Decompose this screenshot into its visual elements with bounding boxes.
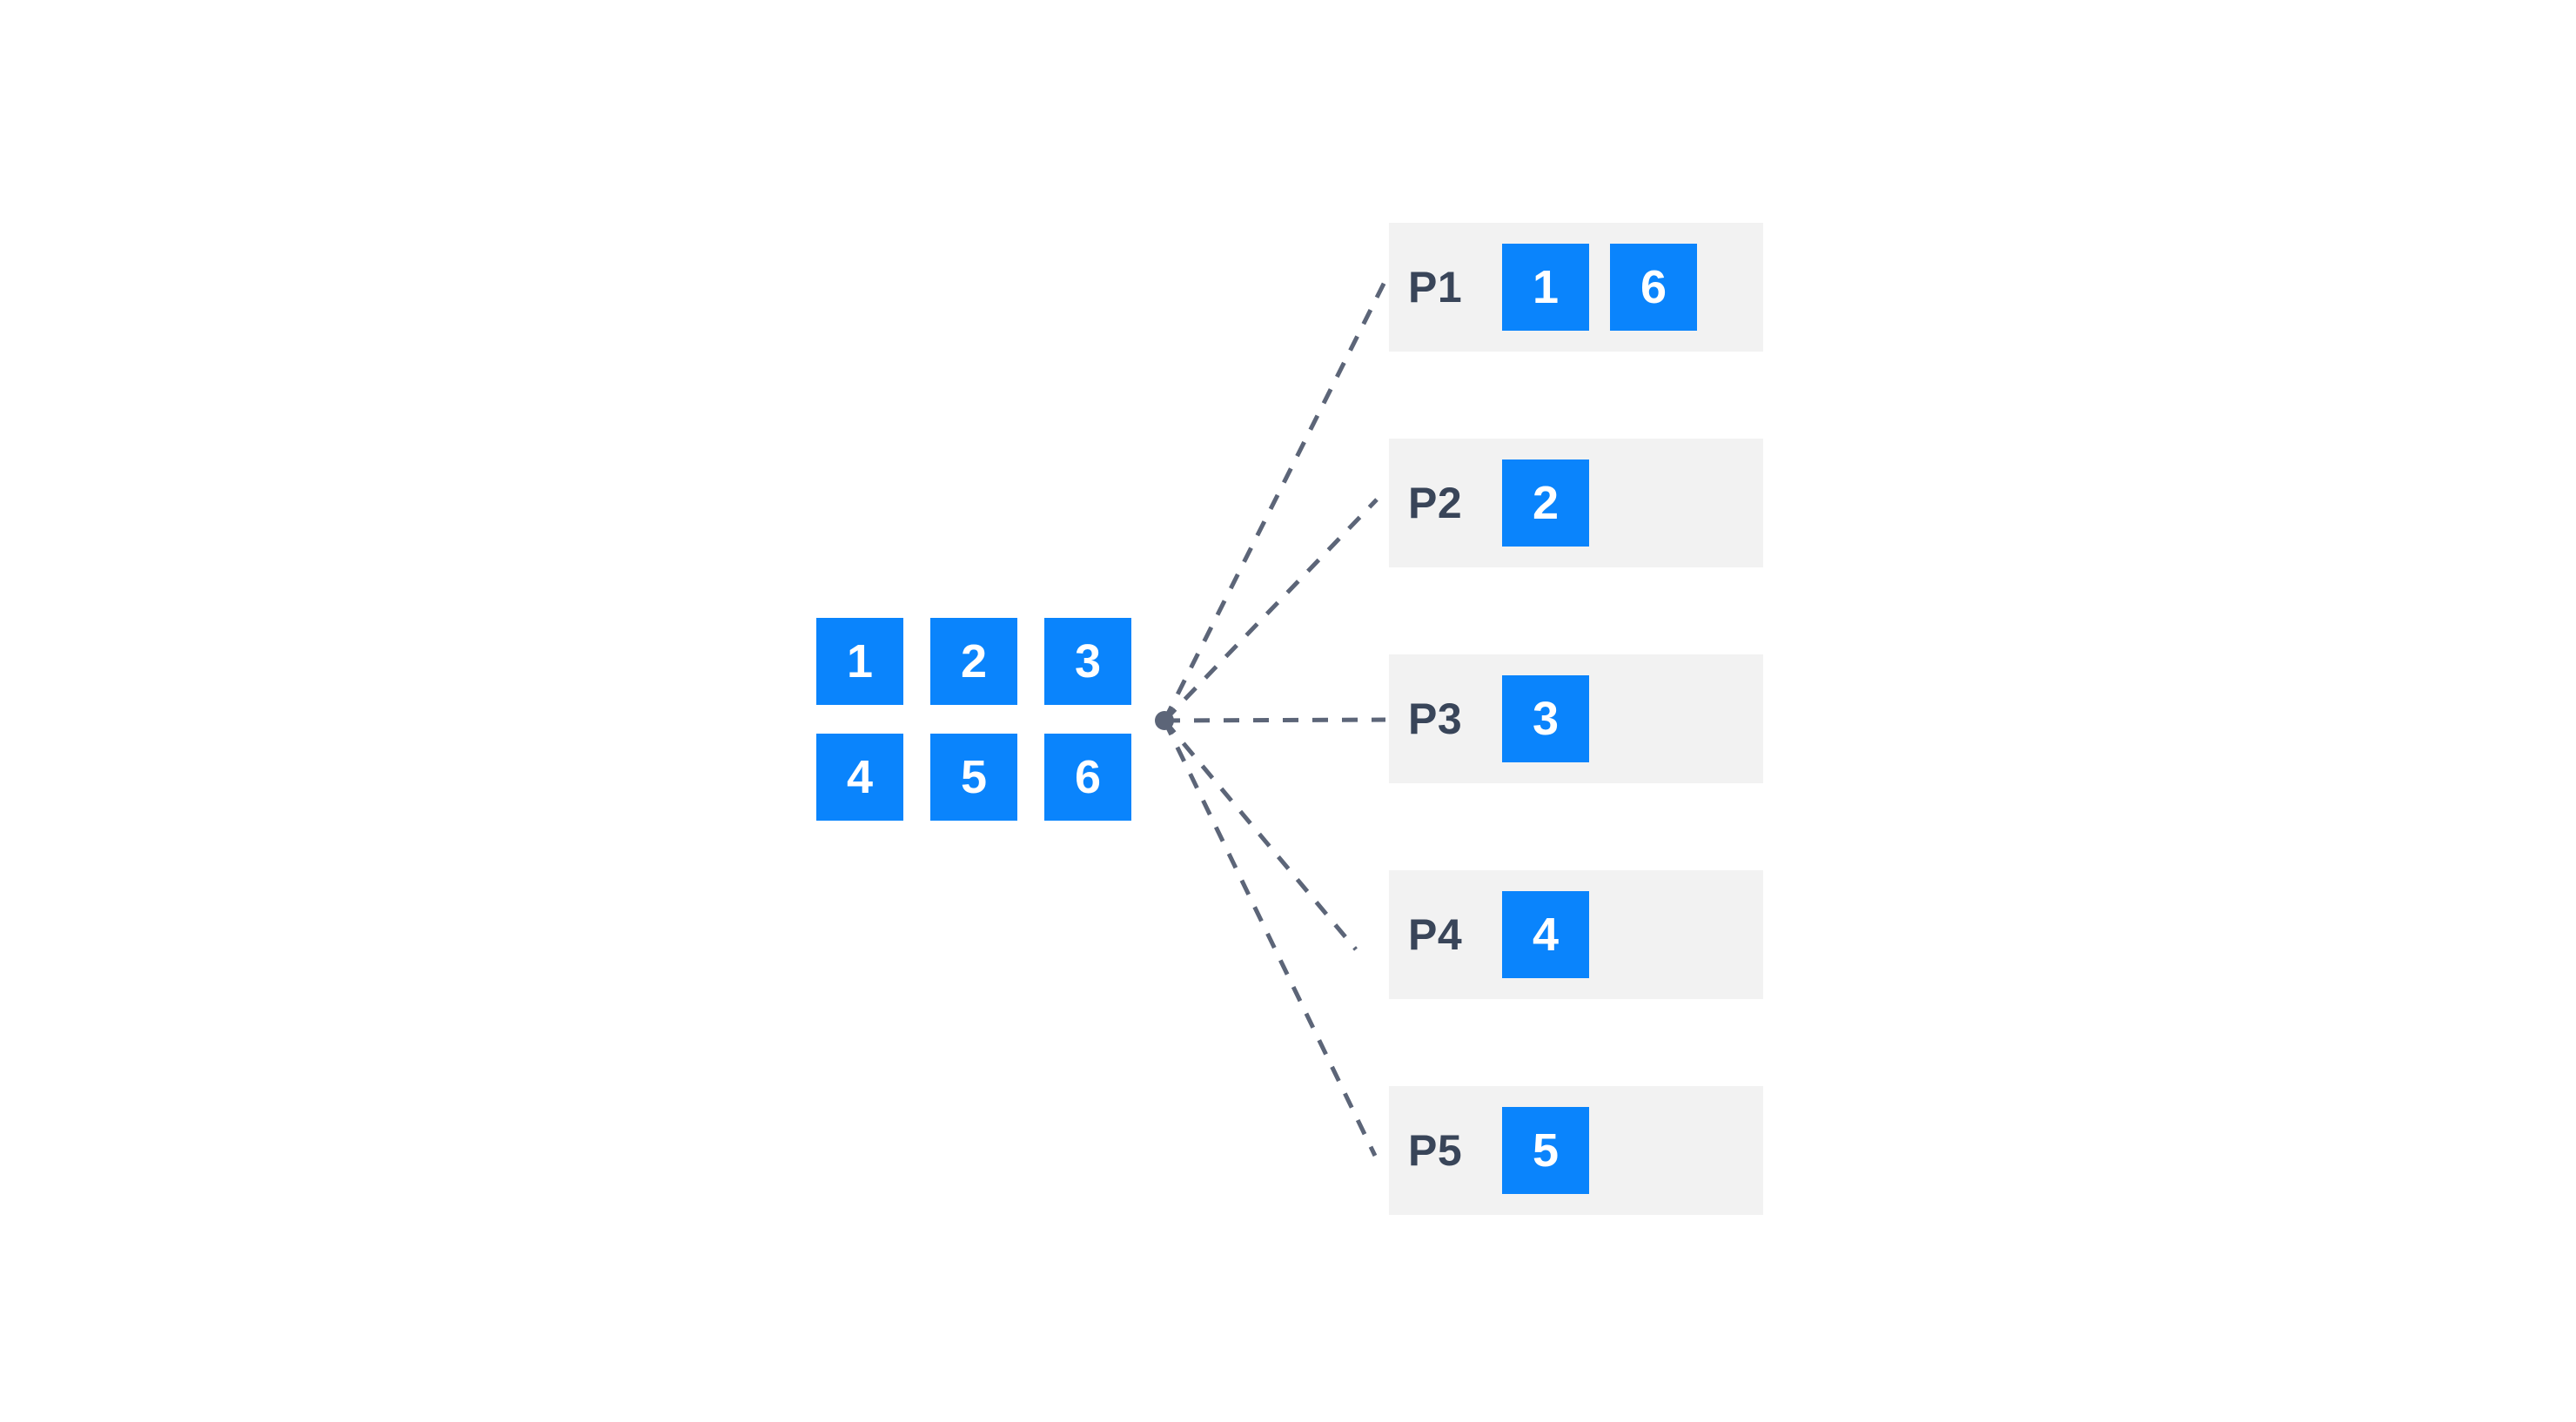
partition-cell: 1: [1502, 244, 1589, 331]
matrix-cell: 6: [1044, 734, 1131, 821]
partition-label: P3: [1408, 694, 1463, 743]
matrix-row: 4 5 6: [816, 734, 1131, 821]
fanout-hub-dot: [1155, 711, 1174, 730]
partition-tiles: 4: [1502, 891, 1589, 978]
partition-cell: 3: [1502, 675, 1589, 762]
source-matrix: 1 2 3 4 5 6: [816, 618, 1131, 821]
partition-tiles: 3: [1502, 675, 1589, 762]
connector-line-p4: [1163, 719, 1358, 951]
partition-panel-p5[interactable]: P5 5: [1389, 1086, 1763, 1215]
matrix-cell: 2: [930, 618, 1017, 705]
partition-panel-p2[interactable]: P2 2: [1389, 439, 1763, 567]
partition-panel-p1[interactable]: P1 1 6: [1389, 223, 1763, 352]
connector-line-p5: [1162, 719, 1378, 1157]
partition-cell: 2: [1502, 459, 1589, 547]
partition-cell: 4: [1502, 891, 1589, 978]
matrix-cell: 3: [1044, 618, 1131, 705]
partition-label: P4: [1408, 910, 1463, 959]
partition-label: P5: [1408, 1126, 1463, 1175]
partition-tiles: 1 6: [1502, 244, 1697, 331]
partition-panel-p3[interactable]: P3 3: [1389, 654, 1763, 783]
partition-tiles: 5: [1502, 1107, 1589, 1194]
partition-tiles: 2: [1502, 459, 1589, 547]
partition-panel-p4[interactable]: P4 4: [1389, 870, 1763, 999]
matrix-cell: 1: [816, 618, 903, 705]
matrix-cell: 5: [930, 734, 1017, 821]
connector-line-p1: [1162, 275, 1390, 722]
partition-cell: 5: [1502, 1107, 1589, 1194]
connector-line-p3: [1164, 717, 1386, 723]
partition-label: P2: [1408, 479, 1463, 527]
partition-cell: 6: [1610, 244, 1697, 331]
partition-label: P1: [1408, 263, 1463, 312]
matrix-row: 1 2 3: [816, 618, 1131, 705]
matrix-cell: 4: [816, 734, 903, 821]
connector-line-p2: [1163, 498, 1379, 722]
